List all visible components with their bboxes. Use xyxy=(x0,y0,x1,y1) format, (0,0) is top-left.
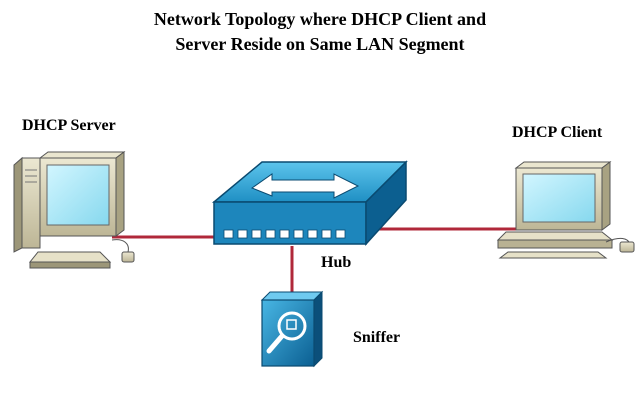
hub-device-icon xyxy=(211,160,408,246)
client-label: DHCP Client xyxy=(512,124,603,141)
sniffer-label: Sniffer xyxy=(353,329,401,346)
diagram-title-line-2: Server Reside on Same LAN Segment xyxy=(175,34,465,54)
sniffer-device-icon xyxy=(260,290,324,368)
client-computer-icon xyxy=(496,161,635,259)
server-computer-icon xyxy=(13,151,135,269)
server-label: DHCP Server xyxy=(22,117,116,134)
hub-label: Hub xyxy=(321,254,352,271)
diagram-title-line-1: Network Topology where DHCP Client and xyxy=(153,9,487,29)
